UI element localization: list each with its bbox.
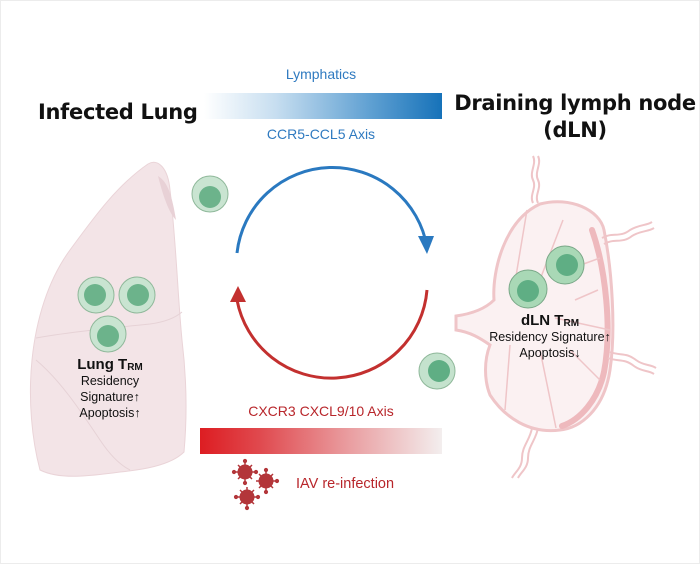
lung-trm-label: Lung TRM Residency Signature↑ Apoptosis↑ <box>50 356 170 421</box>
cxcr3-gradient-bar <box>200 428 442 454</box>
red-arrowhead <box>230 286 246 302</box>
t-cell-icon-lung-2 <box>118 276 156 314</box>
dln-trm-title: dLN TRM <box>520 312 580 329</box>
cycle-arrow-icon <box>230 166 434 380</box>
lymphatics-gradient-bar <box>204 93 442 119</box>
virus-particle-1 <box>231 458 259 486</box>
dln-title-line1: Draining lymph node <box>454 91 696 115</box>
dln-apoptosis: Apoptosis↓ <box>519 346 581 360</box>
t-cell-icon-migrating-top <box>191 175 229 213</box>
virus-particle-2 <box>256 467 280 495</box>
t-cell-icon-lung-3 <box>89 315 127 353</box>
ccr5-ccl5-axis-label: CCR5-CCL5 Axis <box>266 126 376 142</box>
t-cell-icon-dln-1 <box>508 269 548 309</box>
virus-particle-3 <box>233 487 261 511</box>
infected-lung-title: Infected Lung <box>38 100 198 124</box>
t-cell-icon-lung-1 <box>77 276 115 314</box>
lymphatics-label: Lymphatics <box>285 66 357 82</box>
dln-trm-label: dLN TRM Residency Signature↑ Apoptosis↓ <box>480 312 620 361</box>
t-cell-icon-migrating-bottom <box>418 352 456 390</box>
dln-title-line2: (dLN) <box>543 118 607 142</box>
lung-trm-title: Lung TRM <box>77 356 143 373</box>
lung-residency-signature: Residency Signature↑ <box>80 374 140 404</box>
t-cell-icon-dln-2 <box>545 245 585 285</box>
dln-title: Draining lymph node (dLN) <box>450 90 700 144</box>
dln-residency-signature: Residency Signature↑ <box>489 330 611 344</box>
virus-icon <box>231 458 280 511</box>
blue-arrowhead <box>418 236 434 254</box>
cxcr3-axis-label: CXCR3 CXCL9/10 Axis <box>248 403 394 419</box>
lung-apoptosis: Apoptosis↑ <box>79 406 141 420</box>
iav-reinfection-label: IAV re-infection <box>296 476 395 492</box>
